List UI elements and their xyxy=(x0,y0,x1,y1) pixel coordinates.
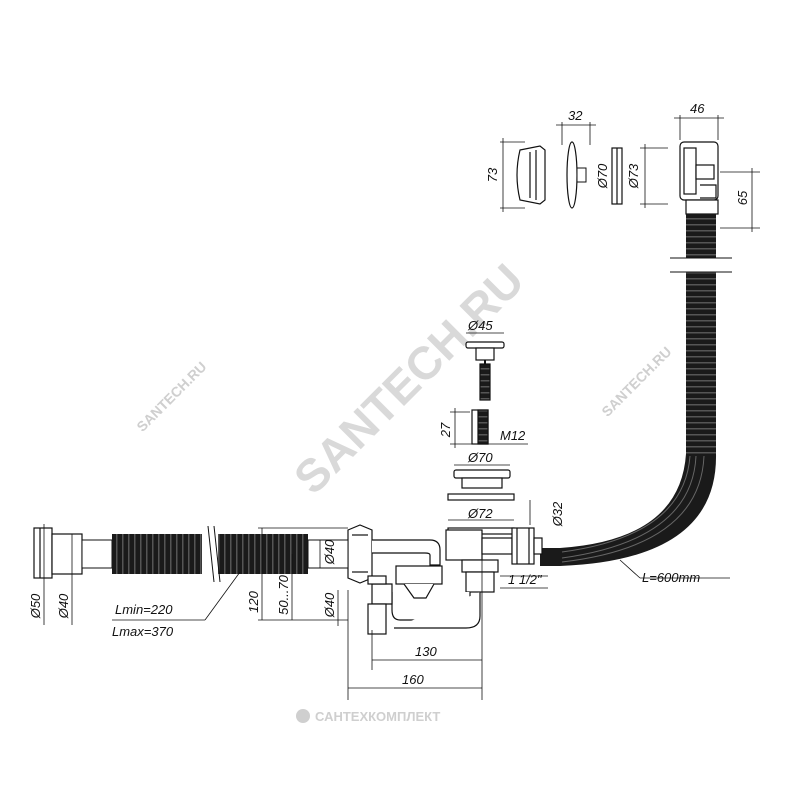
label-lmax: Lmax=370 xyxy=(112,624,174,639)
dim-50-70: 50...70 xyxy=(276,574,291,615)
dim-32: 32 xyxy=(568,108,583,123)
label-length: L=600mm xyxy=(642,570,700,585)
dim-46: 46 xyxy=(690,101,705,116)
drain-flange xyxy=(447,469,515,535)
svg-text:SANTECH.RU: SANTECH.RU xyxy=(598,343,674,419)
dim-d73: Ø73 xyxy=(626,163,641,189)
dim-d72: Ø72 xyxy=(467,506,493,521)
overflow-disk xyxy=(566,141,587,209)
siphon-body xyxy=(347,524,543,635)
dim-m12: M12 xyxy=(500,428,526,443)
dimension-lines-top xyxy=(500,115,760,232)
dim-d32: Ø32 xyxy=(550,501,565,527)
drain-plug xyxy=(465,341,505,401)
dim-d40-mid: Ø40 xyxy=(322,539,337,565)
dim-120: 120 xyxy=(246,590,261,612)
dim-d45: Ø45 xyxy=(467,318,493,333)
watermark-small-right: SANTECH.RU xyxy=(598,343,674,419)
watermark-bottom: САНТЕХКОМПЛЕКТ xyxy=(296,709,440,724)
svg-text:SANTECH.RU: SANTECH.RU xyxy=(133,358,209,434)
dim-d40-left: Ø40 xyxy=(56,593,71,619)
dim-27: 27 xyxy=(438,422,453,438)
watermark-main: SANTECH.RU xyxy=(284,254,534,504)
dim-d70b: Ø70 xyxy=(467,450,493,465)
outlet-hose xyxy=(81,525,349,583)
watermark-small-left: SANTECH.RU xyxy=(133,358,209,434)
overflow-hose xyxy=(540,214,732,566)
dim-d50: Ø50 xyxy=(28,593,43,619)
dim-thread: 1 1/2" xyxy=(508,572,543,587)
overflow-housing xyxy=(679,141,719,215)
dimension-lines-center xyxy=(448,332,528,521)
dim-160: 160 xyxy=(402,672,424,687)
svg-text:SANTECH.RU: SANTECH.RU xyxy=(284,254,534,504)
dimension-lines-left xyxy=(43,500,730,700)
dim-d40-low: Ø40 xyxy=(322,592,337,618)
overflow-cap xyxy=(516,145,546,205)
dim-130: 130 xyxy=(415,644,437,659)
overflow-gasket xyxy=(611,147,623,205)
label-lmin: Lmin=220 xyxy=(115,602,173,617)
svg-text:САНТЕХКОМПЛЕКТ: САНТЕХКОМПЛЕКТ xyxy=(315,709,440,724)
dim-65: 65 xyxy=(735,190,750,205)
outlet-adapter xyxy=(33,527,83,579)
drain-screw xyxy=(471,409,489,445)
dim-d70: Ø70 xyxy=(595,163,610,189)
dim-73: 73 xyxy=(485,167,500,182)
